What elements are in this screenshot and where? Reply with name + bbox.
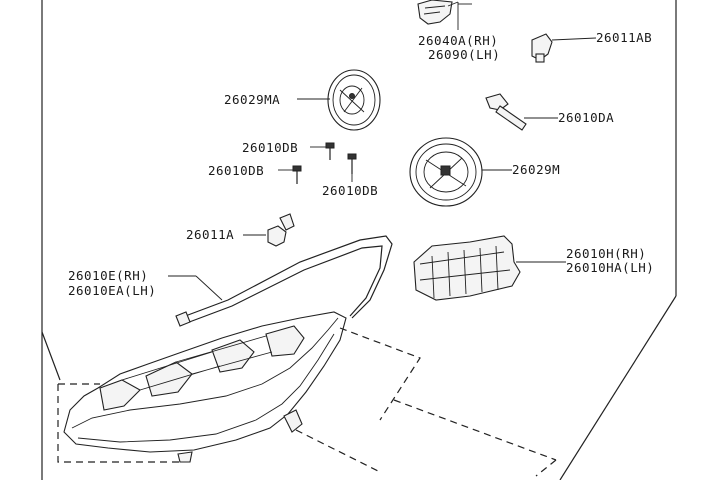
bulb-26011a-part[interactable] bbox=[243, 213, 295, 247]
screw-26010db-c[interactable] bbox=[347, 153, 357, 182]
label-26029ma: 26029MA bbox=[224, 92, 280, 107]
cap-26029ma-part[interactable] bbox=[297, 69, 381, 131]
trim-26010e-part[interactable] bbox=[168, 235, 393, 327]
label-26010db-2: 26010DB bbox=[208, 163, 264, 178]
label-26040a: 26040A(RH) bbox=[418, 33, 498, 48]
label-26010e-lh: 26010EA(LH) bbox=[68, 283, 156, 298]
screw-26010db-a[interactable] bbox=[310, 142, 335, 160]
housing-26010h-part[interactable] bbox=[413, 235, 566, 301]
label-26029m: 26029M bbox=[512, 162, 560, 177]
label-26010db-1: 26010DB bbox=[242, 140, 298, 155]
diagram-frame bbox=[41, 0, 677, 480]
label-26010db-3: 26010DB bbox=[322, 183, 378, 198]
label-26010h-lh: 26010HA(LH) bbox=[566, 260, 654, 275]
label-26090: 26090(LH) bbox=[428, 47, 500, 62]
bulb-26010da-part[interactable] bbox=[485, 93, 558, 131]
label-26010h-rh: 26010H(RH) bbox=[566, 246, 646, 261]
dashed-leaders bbox=[57, 327, 557, 477]
screw-26010db-b[interactable] bbox=[278, 165, 302, 184]
headlamp-assembly[interactable] bbox=[63, 311, 347, 463]
label-26011a: 26011A bbox=[186, 227, 234, 242]
cap-26029m-part[interactable] bbox=[409, 137, 512, 207]
label-26011ab: 26011AB bbox=[596, 30, 652, 45]
bulb-26011ab-part[interactable] bbox=[531, 33, 597, 63]
label-26010e-rh: 26010E(RH) bbox=[68, 268, 148, 283]
label-26010da: 26010DA bbox=[558, 110, 614, 125]
bulb-socket-part[interactable] bbox=[417, 0, 472, 30]
